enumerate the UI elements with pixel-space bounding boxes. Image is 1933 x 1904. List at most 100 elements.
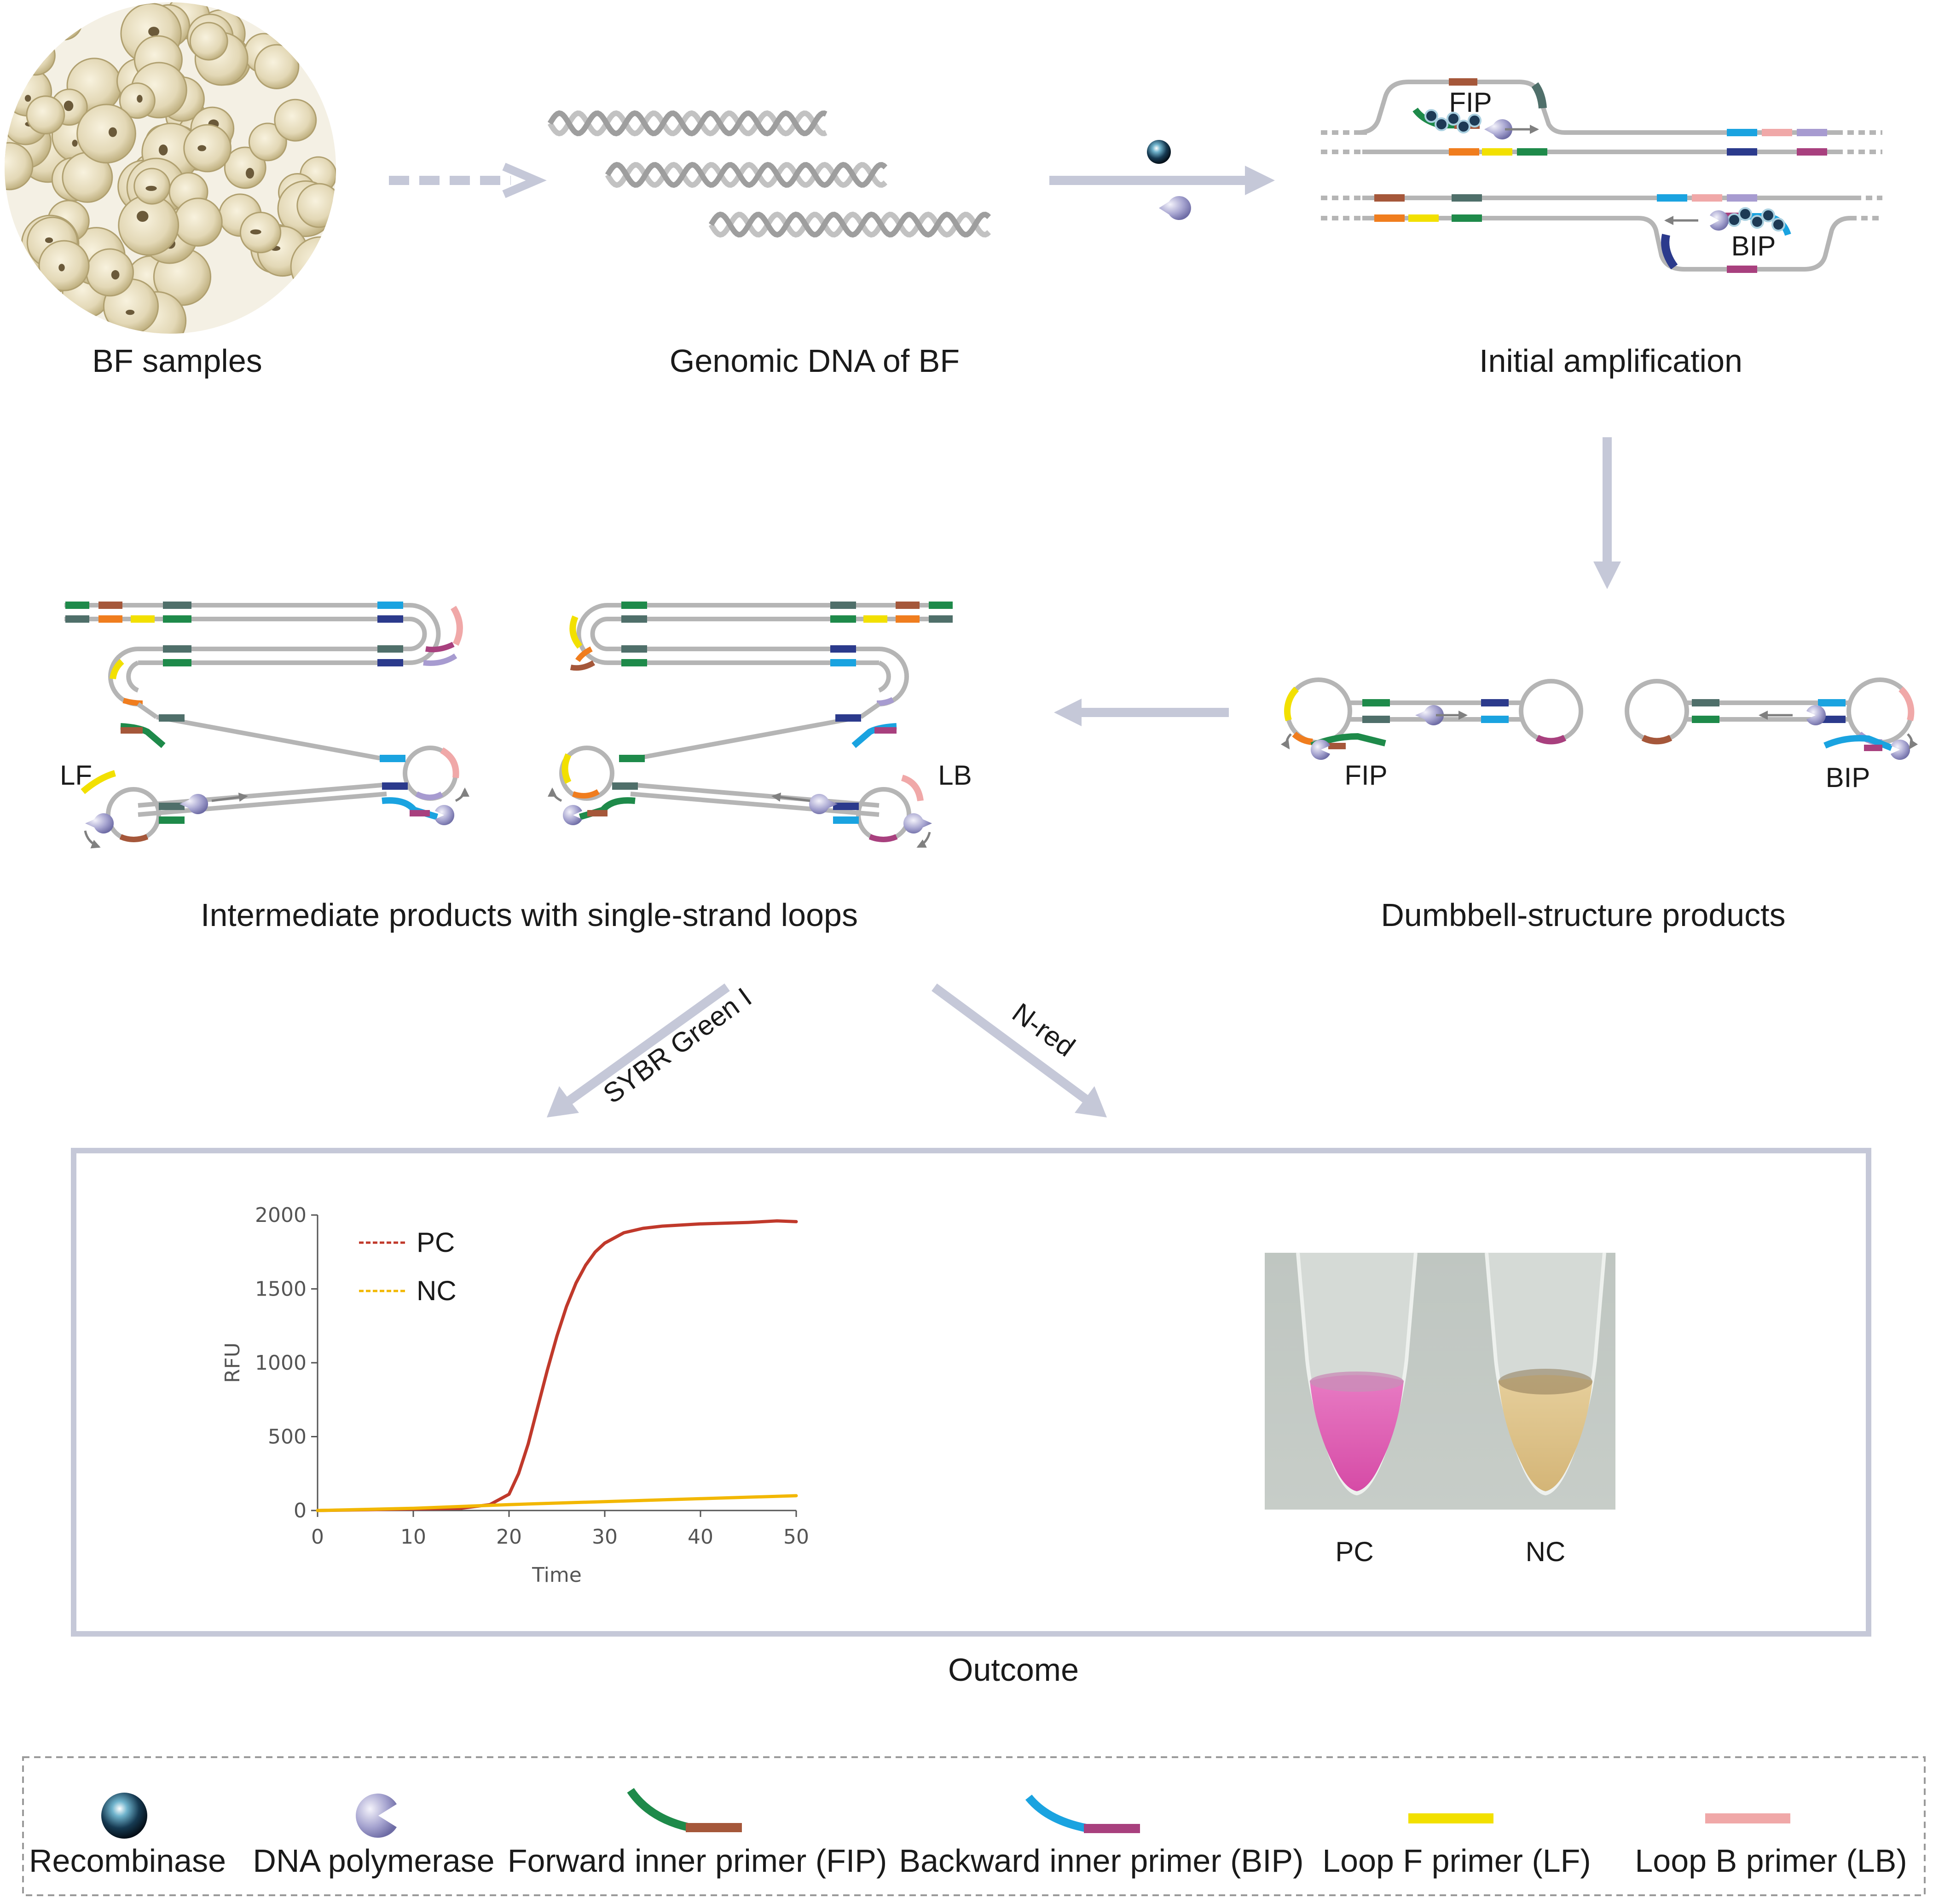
label-outcome: Outcome (948, 1652, 1079, 1688)
y-tick-label: 500 (268, 1425, 307, 1449)
seed-dot (245, 168, 255, 179)
dna-strand (547, 110, 828, 137)
seed (40, 302, 88, 334)
seed (86, 248, 134, 297)
label-initial-amplification: Initial amplification (1479, 343, 1742, 379)
seed-dot (72, 139, 78, 147)
lb-tag: LB (938, 760, 972, 791)
seed-dot (64, 100, 74, 111)
dna-strand (547, 110, 828, 137)
seed (248, 122, 287, 162)
seed (174, 197, 223, 247)
legend-label-nc: NC (417, 1275, 457, 1306)
label-genomic-dna: Genomic DNA of BF (670, 343, 960, 379)
fip-tag-dumbbell: FIP (1344, 760, 1387, 791)
dna-strand (605, 162, 888, 188)
seed-dot (137, 95, 143, 103)
label-dumbbell-products: Dumbbell-structure products (1381, 897, 1785, 933)
fip-tag-initial: FIP (1449, 87, 1492, 118)
seed (26, 95, 65, 135)
bf-samples-photo (5, 2, 336, 334)
seed (254, 44, 300, 90)
lf-tag: LF (60, 760, 92, 791)
fip-primer-icon (627, 1788, 742, 1832)
legend-label: Loop F primer (LF) (1322, 1843, 1591, 1879)
arrow-to-initial (1049, 166, 1275, 195)
seed-dot (58, 264, 65, 272)
polymerase-icon (356, 1794, 397, 1838)
y-tick-label: 1000 (255, 1351, 307, 1375)
legend-label: Loop B primer (LB) (1635, 1843, 1907, 1879)
x-axis-label: Time (532, 1563, 582, 1587)
y-tick-label: 0 (294, 1499, 307, 1522)
chart-axes (317, 1215, 796, 1511)
legend-label: Recombinase (29, 1843, 226, 1879)
bip-tag-initial: BIP (1731, 231, 1776, 261)
outcome-box (71, 1148, 1871, 1637)
arrow-left (1054, 699, 1229, 726)
lf-primer-icon (1408, 1813, 1493, 1823)
seed (15, 273, 53, 313)
x-tick-label: 20 (496, 1525, 522, 1549)
dna-strand (708, 211, 991, 238)
initial-amplification-schematic (1321, 78, 1882, 273)
legend-box (22, 1756, 1926, 1896)
recombinase-icon (1147, 140, 1171, 164)
genomic-dna-helices (547, 110, 991, 238)
polymerase-icon (1159, 196, 1191, 220)
dna-strand (708, 211, 991, 238)
seed-dot (145, 185, 157, 191)
x-tick-label: 10 (400, 1525, 426, 1549)
tube-label-nc: NC (1526, 1536, 1566, 1567)
seed (224, 146, 266, 189)
seed (76, 104, 136, 164)
tube-photo (1265, 1252, 1615, 1510)
seed-dot (45, 237, 53, 243)
dna-strand (605, 162, 888, 188)
tube-label-pc: PC (1335, 1536, 1373, 1567)
arrow-nred (932, 983, 1107, 1117)
intermediate-product-left (64, 602, 469, 849)
recombinase-icon (101, 1793, 147, 1839)
bip-tag-dumbbell: BIP (1826, 762, 1870, 793)
label-sybr-green: SYBR Green I (597, 982, 757, 1110)
seed (183, 124, 232, 173)
seed-dot (137, 211, 149, 222)
seed-dot (158, 144, 168, 156)
seed (290, 236, 336, 297)
seed-dot (197, 145, 207, 151)
nc-tube (1485, 1252, 1606, 1496)
seed-dot (126, 310, 135, 315)
seed (44, 2, 83, 41)
legend-label: Forward inner primer (FIP) (508, 1843, 887, 1879)
series-line-pc (316, 1219, 798, 1512)
arrow-down (1593, 437, 1621, 589)
x-tick-label: 40 (688, 1525, 713, 1549)
y-axis-label: RFU (221, 1343, 244, 1383)
x-tick-label: 0 (311, 1525, 324, 1549)
legend-label: Backward inner primer (BIP) (899, 1843, 1303, 1879)
seed (15, 35, 56, 76)
series-line-nc (316, 1494, 798, 1512)
seed (274, 98, 317, 142)
seed (5, 142, 34, 191)
lb-primer-icon (1705, 1813, 1790, 1823)
seed-cluster (5, 2, 336, 334)
seed (189, 22, 228, 61)
legend-label-pc: PC (417, 1227, 455, 1258)
seed-dot (250, 229, 261, 235)
arrow-sybr (547, 983, 730, 1117)
bip-primer-icon (1025, 1794, 1140, 1833)
legend: Recombinase DNA polymerase Forward inner… (29, 1788, 1907, 1879)
seed-dot (16, 60, 23, 70)
x-tick-label: 30 (592, 1525, 618, 1549)
seed-dot (108, 127, 117, 137)
pc-tube (1296, 1252, 1418, 1496)
dumbbell-structure-right (1625, 677, 1918, 760)
seed-dot (148, 27, 160, 37)
intermediate-product-right (548, 602, 953, 848)
x-tick-label: 50 (783, 1525, 809, 1549)
dumbbell-structure-left (1280, 677, 1583, 760)
